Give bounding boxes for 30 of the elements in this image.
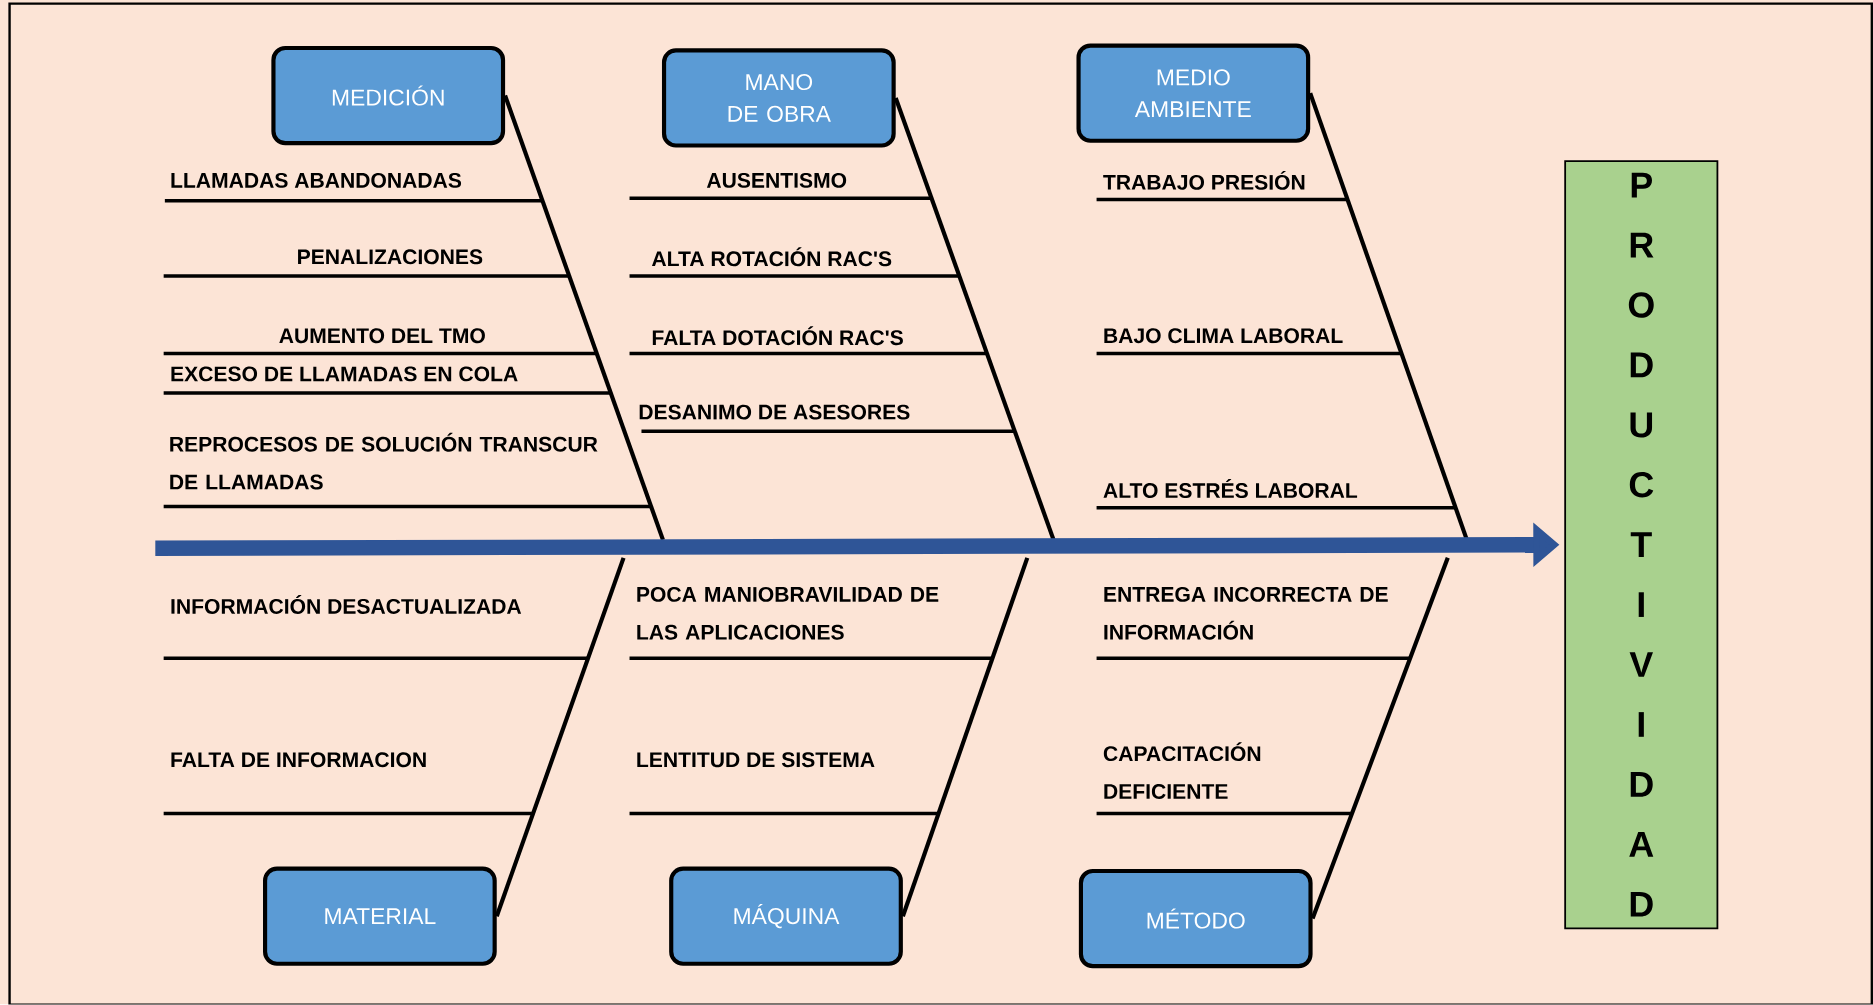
cause-label: PENALIZACIONES [298, 249, 483, 265]
category-box: MÁQUINA [669, 866, 903, 967]
category-box: MATERIAL [263, 866, 497, 967]
cause-label: LLAMADAS ABANDONADAS [171, 173, 462, 189]
cause-label: CAPACITACIÓN DEFICIENTE [1103, 742, 1261, 800]
cause-label: BAJO CLIMA LABORAL [1104, 328, 1343, 344]
cause-label: INFORMACIÓN DESACTUALIZADA [171, 595, 522, 615]
bone-line [900, 557, 1030, 918]
bone-line [503, 95, 665, 541]
bone-line [494, 557, 626, 918]
cause-label: TRABAJO PRESIÓN [1103, 171, 1305, 191]
cause-label: FALTA DOTACIÓN RAC'S [652, 326, 903, 346]
category-box: MÉTODO [1078, 869, 1313, 969]
category-box: MANO DE OBRA [661, 48, 896, 148]
cause-label: ALTA ROTACIÓN RAC'S [651, 247, 892, 267]
bone-line [1310, 557, 1450, 920]
bone-line [893, 97, 1056, 541]
category-box: MEDIO AMBIENTE [1076, 43, 1311, 144]
cause-label: ENTREGA INCORRECTA DE INFORMACIÓN [1104, 587, 1388, 640]
category-box: MEDICIÓN [271, 46, 506, 146]
cause-label: ALTO ESTRÉS LABORAL [1103, 479, 1358, 499]
effect-box: PRODUCTIVIDAD [1564, 160, 1719, 930]
cause-label: AUMENTO DEL TMO [279, 328, 485, 344]
cause-label: EXCESO DE LLAMADAS EN COLA [171, 366, 518, 382]
cause-label: LENTITUD DE SISTEMA [637, 752, 875, 768]
cause-label: REPROCESOS DE SOLUCIÓN TRANSCUR DE LLAMADAS [170, 433, 598, 490]
cause-label: POCA MANIOBRAVILIDAD DE LAS APLICACIONES [637, 587, 939, 640]
cause-label: FALTA DE INFORMACION [171, 752, 426, 768]
cause-label: AUSENTISMO [706, 173, 847, 189]
cause-label: DESANIMO DE ASESORES [639, 404, 910, 420]
